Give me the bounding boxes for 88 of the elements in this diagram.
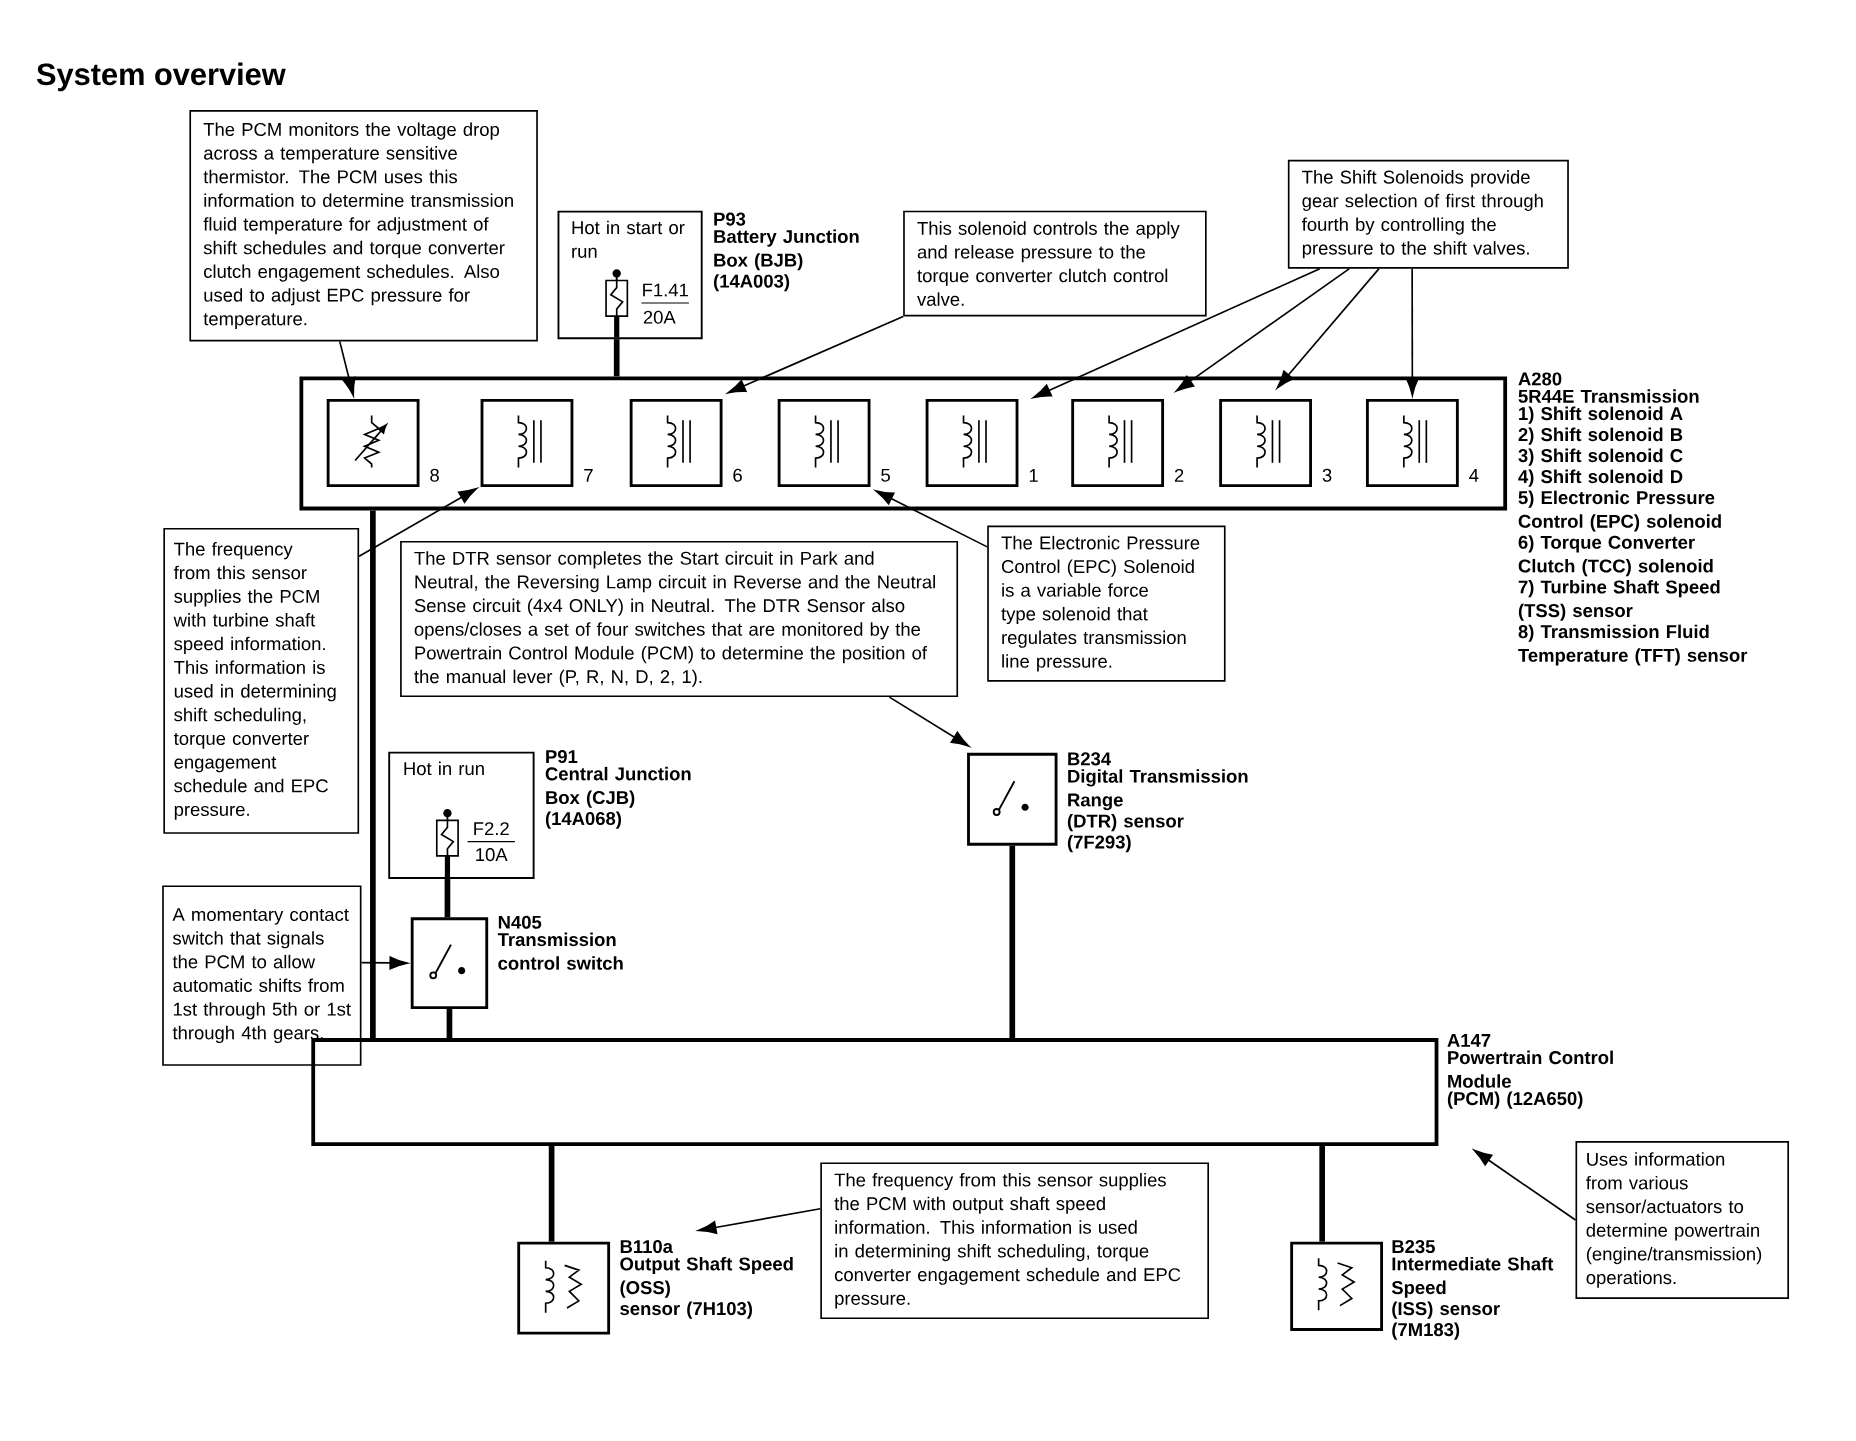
wire [613, 339, 620, 377]
arrow [888, 696, 970, 748]
callout-box: The Shift Solenoids provide gear selection of first through fourth by controlling the pressure to the shift valves. [1287, 160, 1569, 269]
callout-box: Uses information from various sensor/actuators to determine powertrain (engine/transmission) operations. [1575, 1141, 1790, 1300]
fuse-rating: F2.2 [474, 822, 509, 836]
component-label: Output Shaft Speed (OSS) [620, 1257, 793, 1298]
arrow [360, 956, 408, 970]
component-label: (7M183) [1392, 1322, 1460, 1341]
component-label: 5) Electronic Pressure Control (EPC) solenoid [1518, 490, 1721, 532]
callout-number: 2 [1174, 469, 1184, 482]
callout-number: 5 [881, 469, 890, 482]
callout-box: The Electronic Pressure Control (EPC) Solenoid is a variable force type solenoid that regulates transmission line pressure. [987, 525, 1226, 682]
arrow [338, 340, 356, 397]
component-label: (DTR) sensor [1067, 814, 1184, 832]
component-label: 6) Torque Converter Clutch (TCC) solenoid [1518, 535, 1713, 577]
callout-number: 6 [733, 468, 742, 482]
component-label: B235 [1392, 1240, 1435, 1254]
arrow [1276, 268, 1380, 389]
wire [548, 1146, 555, 1242]
callout-number: 4 [1469, 469, 1479, 482]
component-label: B234 [1068, 752, 1111, 766]
arrow [358, 488, 477, 558]
component-label: B110a [620, 1240, 674, 1254]
arrow [1405, 268, 1419, 397]
arrow [1473, 1150, 1577, 1222]
sensor-box [1290, 1241, 1383, 1332]
transmission-box [299, 376, 1508, 511]
component-label: sensor (7H103) [620, 1301, 753, 1319]
callout-box: The frequency from this sensor supplies the PCM with turbine shaft speed information. This information is used in determining shift scheduling, torque converter engagement schedule and EPC pressure. [163, 528, 360, 835]
callout-box: This solenoid controls the apply and release pressure to the torque converter clutch control valve. [903, 210, 1207, 317]
arrow [727, 315, 904, 394]
component-label: Transmission control switch [497, 932, 623, 971]
component-label: 3) Shift solenoid C [1518, 448, 1683, 467]
component-label: 1) Shift solenoid A [1519, 406, 1683, 425]
solenoid-box [1366, 399, 1459, 488]
solenoid-box [777, 399, 871, 488]
component-label: N405 [498, 915, 542, 929]
solenoid-box [629, 399, 723, 488]
arrow [1032, 268, 1321, 399]
component-label: P91 [546, 750, 578, 764]
callout-number: 8 [430, 468, 439, 482]
callout-box: The frequency from this sensor supplies the PCM with output shaft speed information. This information is used in determining shift scheduling, torque converter engagement schedule and EPC pressure. [820, 1162, 1209, 1320]
arrow [1175, 268, 1351, 392]
component-label: (PCM) (12A650) [1447, 1091, 1583, 1110]
component-label: Battery Junction Box (BJB) [714, 229, 859, 271]
sensor-box [326, 399, 420, 488]
component-label: 8) Transmission Fluid Temperature (TFT) sensor [1518, 624, 1748, 666]
callout-box: The PCM monitors the voltage drop across a temperature sensitive thermistor. The PCM uses this information to determine transmission fluid temperature for adjustment of shift schedules and torque converter clutch engagement schedules. Also used to adjust EPC pressure for temperature. [189, 110, 538, 342]
component-label: 2) Shift solenoid B [1518, 427, 1683, 446]
wire [1009, 845, 1016, 1039]
fuse-rating: 10A [476, 848, 508, 862]
component-label: A147 [1447, 1034, 1491, 1047]
arrow [875, 490, 989, 548]
callout-number: 7 [584, 469, 593, 482]
component-label: Digital Transmission Range [1068, 769, 1248, 811]
solenoid-box [1071, 399, 1165, 488]
callout-number: 3 [1322, 468, 1332, 482]
title: System overview [36, 62, 286, 92]
component-label: P93 [714, 212, 746, 226]
wire [446, 1009, 453, 1039]
component-label: 5R44E Transmission [1518, 389, 1699, 404]
fuse-box-label: Hot in run [404, 761, 484, 776]
sensor-box [967, 753, 1058, 846]
component-label: 7) Turbine Shaft Speed (TSS) sensor [1518, 580, 1720, 622]
fuse-rating: F1.41 [643, 283, 688, 297]
component-label: 4) Shift solenoid D [1518, 469, 1683, 488]
callout-number: 1 [1029, 469, 1038, 482]
arrow [698, 1208, 822, 1235]
wire [444, 879, 451, 918]
component-label: (14A003) [714, 274, 790, 292]
component-label: Central Junction Box (CJB) [545, 767, 691, 808]
component-label: (7F293) [1067, 835, 1131, 853]
wire [1319, 1146, 1325, 1242]
switch-box [410, 917, 489, 1010]
component-label: (ISS) sensor [1392, 1301, 1500, 1320]
solenoid-box [480, 399, 574, 488]
wire [370, 510, 376, 1039]
fuse-rating: 20A [643, 310, 676, 324]
callout-box: A momentary contact switch that signals the PCM to allow automatic shifts from 1st through 5th or 1st through 4th gears. [162, 885, 362, 1067]
component-label: (14A068) [545, 811, 621, 829]
component-label: Intermediate Shaft Speed [1391, 1257, 1554, 1299]
sensor-box [517, 1241, 611, 1335]
callout-box: The DTR sensor completes the Start circuit in Park and Neutral, the Reversing Lamp circuit in Reverse and the Neutral Sense circuit (4x4 ONLY) in Neutral. The DTR Sensor also opens/closes a set of four switches that are monitored by the Powertrain Control Module (PCM) to determine the position of the manual lever (P, R, N, D, 2, 1). [400, 541, 959, 698]
fuse-box-label: Hot in start or run [572, 220, 685, 259]
component-label: Powertrain Control Module [1448, 1050, 1613, 1089]
solenoid-box [1219, 399, 1312, 488]
component-label: A280 [1518, 372, 1562, 386]
solenoid-box [925, 399, 1019, 488]
